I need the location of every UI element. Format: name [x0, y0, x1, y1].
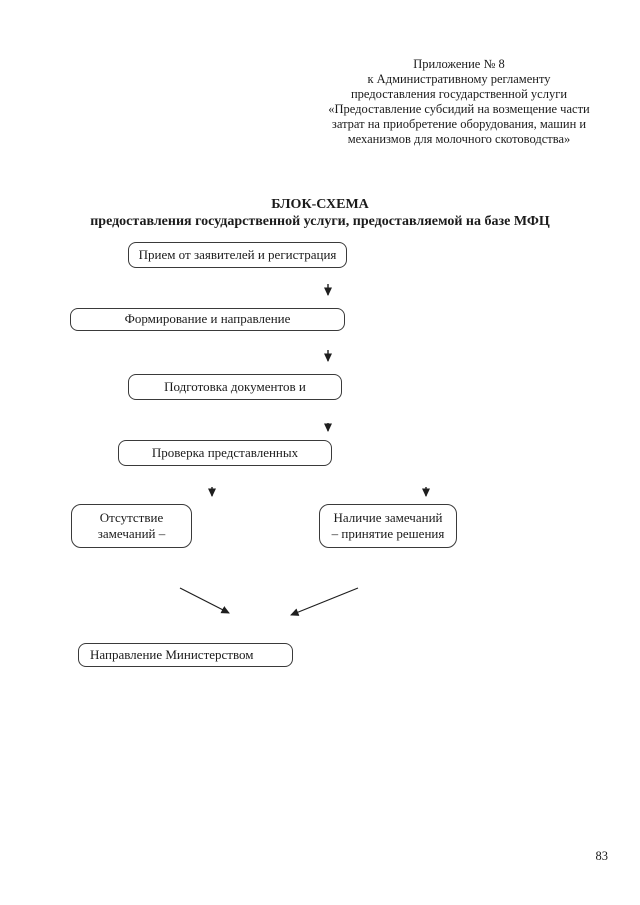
flow-box-preparation: Подготовка документов и [128, 374, 342, 400]
arrow-diagonal-left [179, 587, 230, 614]
flow-box-no-remarks: Отсутствие замечаний – [71, 504, 192, 548]
flow-box-label: Наличие замечаний [333, 509, 443, 525]
appendix-header: Приложение № 8 к Административному регла… [300, 57, 618, 147]
flow-box-label: Формирование и направление [124, 311, 291, 327]
flow-box-formation: Формирование и направление [70, 308, 345, 331]
header-line: затрат на приобретение оборудования, маш… [331, 117, 587, 131]
flow-box-ministry-direction: Направление Министерством [78, 643, 293, 667]
header-line: Приложение № 8 [413, 57, 505, 71]
flow-box-reception: Прием от заявителей и регистрация [128, 242, 347, 268]
page-title: БЛОК-СХЕМА предоставления государственно… [0, 196, 640, 230]
flow-box-verification: Проверка представленных [118, 440, 332, 466]
flow-box-label: Прием от заявителей и регистрация [138, 246, 337, 262]
title-line-2: предоставления государственной услуги, п… [90, 214, 550, 229]
flow-box-label: замечаний – [97, 526, 166, 541]
header-line: «Предоставление субсидий на возмещение ч… [328, 102, 590, 116]
header-line: предоставления государственной услуги [350, 87, 568, 101]
title-line-1: БЛОК-СХЕМА [271, 197, 369, 212]
flow-box-label: Отсутствие [99, 509, 164, 525]
arrow-diagonal-right [290, 587, 359, 616]
flow-box-remarks-decision: Наличие замечаний – принятие решения [319, 504, 457, 548]
flow-box-label: – принятие решения [331, 526, 445, 541]
flow-box-label: Проверка представленных [151, 444, 299, 460]
header-line: механизмов для молочного скотоводства» [347, 132, 571, 146]
flow-box-label: Подготовка документов и [164, 378, 306, 394]
header-line: к Административному регламенту [367, 72, 551, 86]
flow-box-label: Направление Министерством [90, 646, 254, 662]
page-number: 83 [595, 849, 609, 863]
